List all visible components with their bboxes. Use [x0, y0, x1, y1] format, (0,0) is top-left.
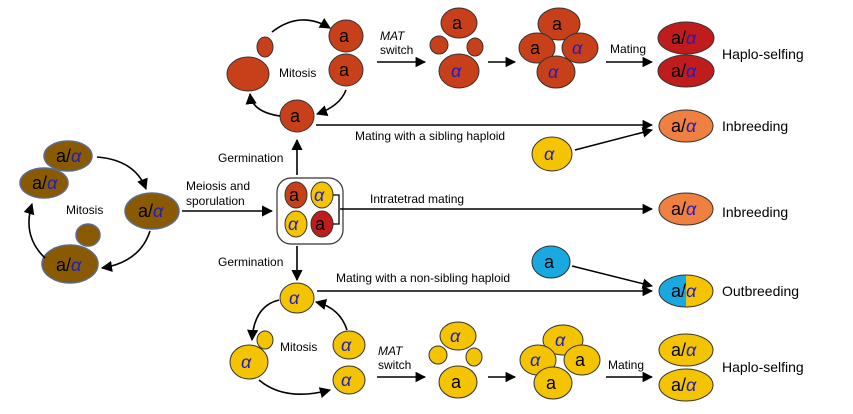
diploid-yellow-cell: a/α [658, 368, 714, 402]
svg-text:a: a [452, 13, 463, 33]
cycle-arrow [258, 379, 332, 399]
svg-text:α: α [288, 214, 299, 234]
sibling-mating-label: Mating with a sibling haploid [355, 129, 505, 143]
svg-text:a/α: a/α [671, 28, 697, 48]
svg-text:α: α [314, 185, 325, 205]
outcome-outbreeding: Outbreeding [722, 283, 799, 299]
budding-diploid-cell: a/α [41, 223, 101, 284]
cycle-arrow [23, 202, 46, 259]
svg-text:a/α: a/α [671, 199, 697, 219]
diploid-cell: a/α [124, 192, 180, 230]
cycle-arrow [96, 156, 148, 191]
diploid-red-cell: a/α [657, 21, 715, 55]
haploid-a-cell: a [328, 19, 364, 53]
haploid-alpha-cell: α [279, 282, 315, 314]
svg-text:α: α [548, 62, 559, 82]
svg-text:α: α [341, 335, 352, 355]
outcome-haplo-selfing: Haplo-selfing [722, 359, 804, 375]
diploid-red-cell: a/α [657, 54, 715, 88]
intratetrad-label: Intratetrad mating [370, 192, 464, 206]
haploid-alpha-cell: α [332, 330, 366, 360]
haploid-alpha-cell: α [531, 136, 573, 172]
outcome-haplo-selfing: Haplo-selfing [722, 46, 804, 62]
svg-text:a: a [339, 26, 350, 46]
switched-a-cell: a α [429, 7, 484, 89]
diploid-cell: a/α [19, 167, 69, 199]
outcome-inbreeding: Inbreeding [722, 118, 788, 134]
svg-text:a: a [290, 106, 301, 126]
mat-label: MAT [380, 29, 406, 43]
germination-label: Germination [218, 255, 283, 269]
svg-text:α: α [289, 288, 300, 308]
diploid-cell: a/α [43, 140, 93, 172]
nonsibling-mating-label: Mating with a non-sibling haploid [336, 271, 510, 285]
switch-label: switch [380, 43, 413, 57]
svg-text:a/α: a/α [671, 340, 697, 360]
mitosis-label: Mitosis [66, 203, 103, 217]
svg-text:α: α [555, 330, 566, 350]
svg-text:α: α [451, 61, 462, 81]
svg-text:a: a [552, 14, 563, 34]
haploid-a-cell: a [279, 99, 315, 133]
svg-text:a: a [451, 372, 462, 392]
svg-text:a/α: a/α [671, 116, 697, 136]
svg-text:a/α: a/α [671, 61, 697, 81]
cycle-arrow [247, 299, 280, 342]
cycle-arrow [245, 92, 281, 117]
diploid-yellow-cell: a/α [658, 333, 714, 367]
svg-text:a: a [315, 214, 326, 234]
svg-text:a: a [544, 252, 555, 272]
tetrad: a α α a [276, 177, 344, 245]
svg-text:a: a [530, 38, 541, 58]
haploid-alpha-cell: α [332, 365, 366, 395]
svg-text:α: α [241, 352, 252, 372]
svg-text:a/α: a/α [56, 255, 82, 275]
svg-text:a: a [289, 185, 300, 205]
svg-text:α: α [544, 144, 555, 164]
mitosis-label: Mitosis [280, 340, 317, 354]
mating-label: Mating [608, 358, 644, 372]
diploid-mitosis-cycle: a/α a/α a/α a/α Mitosis [19, 140, 180, 284]
mixed-alpha-a-colony: α α a a [519, 324, 601, 400]
diploid-orange-cell: a/α [658, 109, 714, 143]
svg-text:a/α: a/α [671, 281, 697, 301]
mat-label: MAT [378, 344, 404, 358]
svg-text:a/α: a/α [138, 201, 164, 221]
haploid-a-blue-cell: a [531, 245, 571, 279]
switch-label: switch [378, 358, 411, 372]
haploid-a-cell: a [328, 53, 364, 87]
diploid-orange-cell: a/α [658, 192, 714, 226]
svg-text:α: α [341, 370, 352, 390]
budding-haploid-a-cell [226, 36, 274, 92]
haploid-a-mitosis-cycle: a a a Mitosis [226, 18, 364, 133]
diploid-outbred-cell: a/α [658, 274, 714, 308]
switched-alpha-cell: α a [428, 321, 483, 399]
meiosis-label: Meiosis and [186, 179, 250, 193]
mating-label: Mating [610, 42, 646, 56]
svg-text:α: α [530, 350, 541, 370]
cycle-arrow [100, 230, 151, 272]
cycle-arrow [271, 18, 331, 33]
sporulation-label: sporulation [186, 194, 245, 208]
arrow [574, 127, 654, 151]
budding-haploid-alpha-cell: α [229, 330, 274, 380]
haploid-alpha-mitosis-cycle: α α α α Mitosis [229, 282, 366, 399]
germination-label: Germination [218, 151, 283, 165]
mitosis-label: Mitosis [279, 66, 316, 80]
svg-text:α: α [572, 38, 583, 58]
arrow [571, 265, 654, 289]
svg-text:a: a [575, 350, 586, 370]
svg-text:α: α [450, 326, 461, 346]
cycle-arrow [314, 299, 348, 331]
svg-text:a/α: a/α [56, 146, 82, 166]
mixed-a-alpha-colony: a a α α [518, 7, 599, 89]
svg-text:a: a [339, 60, 350, 80]
cycle-arrow [315, 89, 347, 116]
svg-text:a/α: a/α [32, 173, 58, 193]
outcome-inbreeding: Inbreeding [722, 204, 788, 220]
svg-text:a/α: a/α [671, 375, 697, 395]
svg-text:a: a [546, 373, 557, 393]
